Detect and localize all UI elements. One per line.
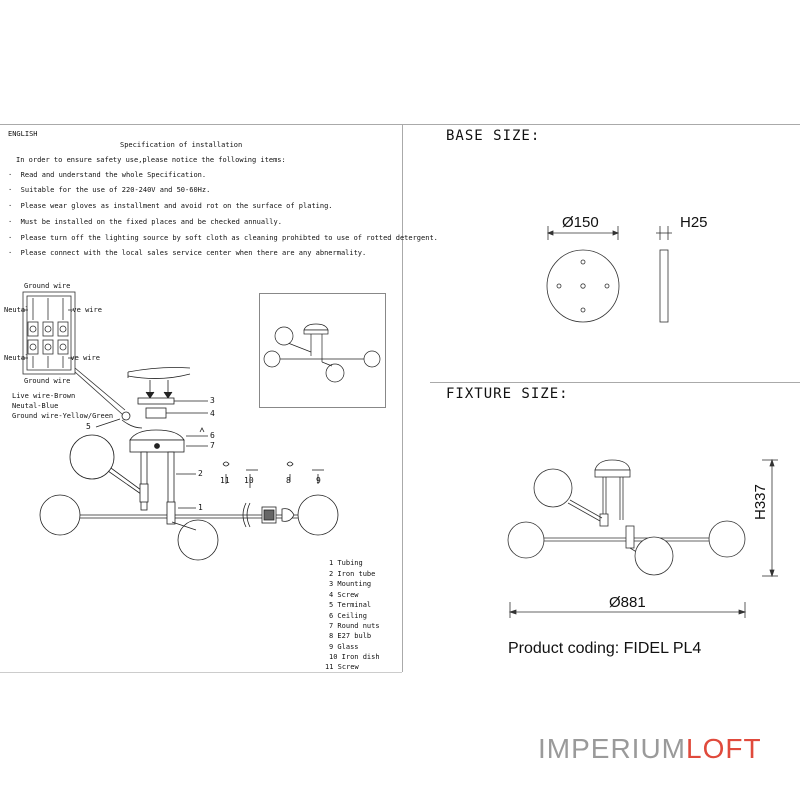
- callout-10: 10: [244, 476, 254, 485]
- logo-part-loft: LOFT: [686, 733, 762, 764]
- parts-list-item: 6 Ceiling: [329, 612, 367, 620]
- product-coding: Product coding: FIDEL PL4: [508, 640, 702, 657]
- parts-list-item: 3 Mounting: [329, 580, 372, 588]
- right-section-divider: [430, 382, 800, 383]
- callout-2: 2: [198, 469, 203, 478]
- parts-list-item: 9 Glass: [329, 643, 359, 651]
- assembled-preview-frame: [259, 293, 386, 408]
- wiring-live-bottom: Live wire: [62, 354, 100, 362]
- wire-color-ground: Ground wire-Yellow/Green: [12, 412, 114, 420]
- parts-list-item: 2 Iron tube: [329, 570, 376, 578]
- wiring-ground-bottom: Ground wire: [24, 377, 71, 385]
- bottom-border-left: [0, 672, 402, 673]
- base-size-heading: BASE SIZE:: [446, 128, 541, 144]
- top-border: [0, 124, 800, 125]
- instruction-item: · Please connect with the local sales se…: [8, 249, 367, 257]
- callout-7: 7: [210, 441, 215, 450]
- callout-4: 4: [210, 409, 215, 418]
- fixture-height-label: H337: [752, 484, 769, 520]
- parts-list-item: 1 Tubing: [329, 559, 363, 567]
- instruction-item: · Please wear gloves as installment and …: [8, 202, 333, 210]
- fixture-width-label: Ø881: [609, 594, 646, 611]
- callout-8: 8: [286, 476, 291, 485]
- parts-list-item: 10 Iron dish: [329, 653, 380, 661]
- fixture-size-heading: FIXTURE SIZE:: [446, 386, 569, 402]
- wiring-live-top: Live wire: [64, 306, 102, 314]
- language-label: ENGLISH: [8, 130, 38, 138]
- instruction-item: · Please turn off the lighting source by…: [8, 234, 438, 242]
- callout-11: 11: [220, 476, 230, 485]
- logo-part-imperium: IMPERIUM: [538, 733, 686, 764]
- callout-5: 5: [86, 422, 91, 431]
- instructions-intro: In order to ensure safety use,please not…: [16, 156, 286, 164]
- parts-list-item: 11 Screw: [325, 663, 359, 671]
- base-diameter-label: Ø150: [562, 214, 599, 231]
- parts-list-item: 5 Terminal: [329, 601, 372, 609]
- callout-6: 6: [210, 431, 215, 440]
- wiring-neutal-bottom: Neutal: [4, 354, 30, 362]
- wiring-ground-top: Ground wire: [24, 282, 71, 290]
- imperiumloft-logo: IMPERIUMLOFT: [538, 733, 762, 765]
- wire-color-neutal: Neutal-Blue: [12, 402, 59, 410]
- instruction-item: · Suitable for the use of 220-240V and 5…: [8, 186, 211, 194]
- instruction-item: · Read and understand the whole Specific…: [8, 171, 207, 179]
- wiring-neutal-top: Neutal: [4, 306, 30, 314]
- callout-1: 1: [198, 503, 203, 512]
- instructions-title: Specification of installation: [120, 141, 243, 149]
- parts-list-item: 7 Round nuts: [329, 622, 380, 630]
- wire-color-live: Live wire-Brown: [12, 392, 76, 400]
- instruction-item: · Must be installed on the fixed places …: [8, 218, 282, 226]
- parts-list-item: 4 Screw: [329, 591, 359, 599]
- parts-list-item: 8 E27 bulb: [329, 632, 372, 640]
- center-divider: [402, 124, 403, 672]
- callout-3: 3: [210, 396, 215, 405]
- callout-9: 9: [316, 476, 321, 485]
- base-height-label: H25: [680, 214, 708, 231]
